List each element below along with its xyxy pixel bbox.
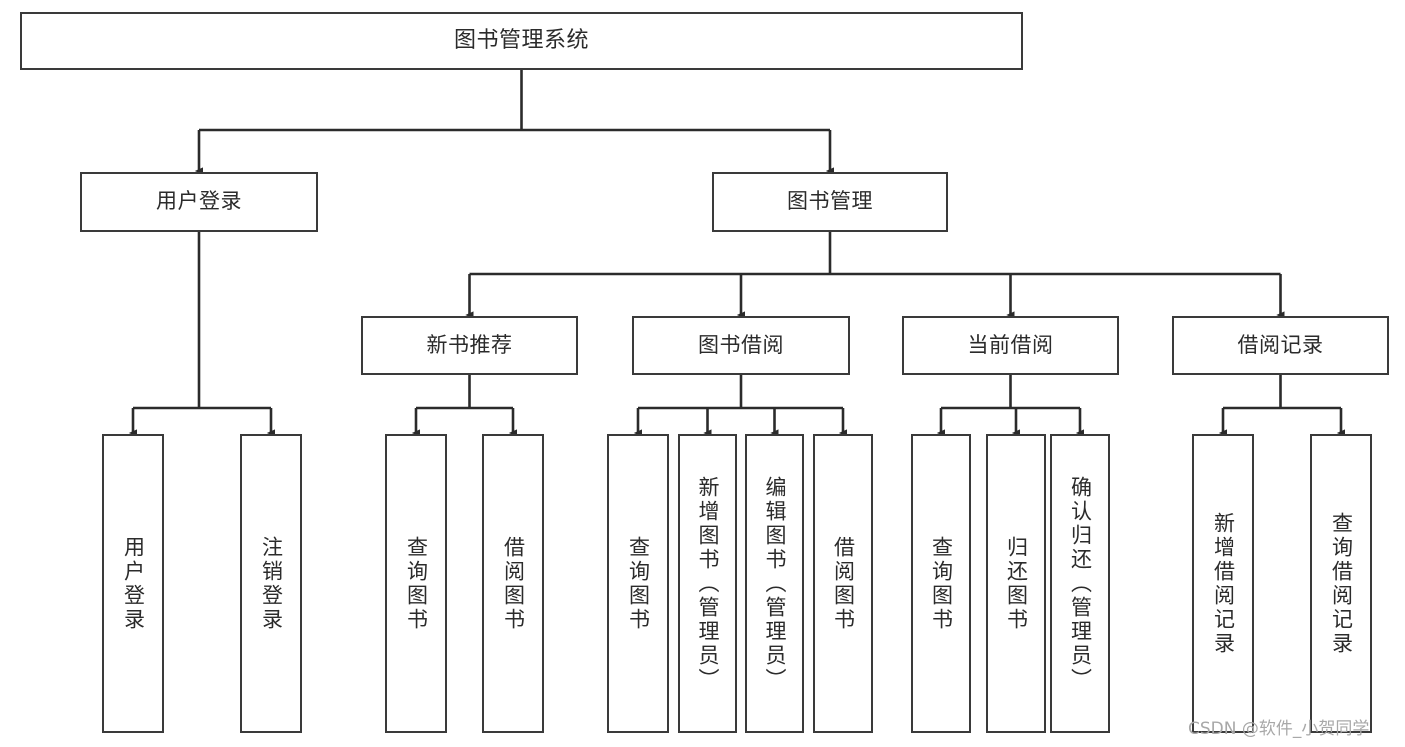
node-label: 当前借阅 bbox=[967, 332, 1054, 357]
node-label: 借阅图书 bbox=[831, 535, 856, 632]
leaf-query-borrow-record[interactable]: 查询借阅记录 bbox=[1310, 434, 1372, 733]
node-label: 用户登录 bbox=[121, 535, 146, 632]
node-label: 新增借阅记录 bbox=[1211, 511, 1236, 656]
node-label: 借阅图书 bbox=[501, 535, 526, 632]
node-label: 查询借阅记录 bbox=[1329, 511, 1354, 656]
leaf-query-book-2[interactable]: 查询图书 bbox=[607, 434, 669, 733]
node-new-book-recommend[interactable]: 新书推荐 bbox=[361, 316, 578, 375]
node-label: 编辑图书（管理员） bbox=[763, 475, 787, 692]
node-user-login[interactable]: 用户登录 bbox=[80, 172, 318, 232]
leaf-add-book-admin[interactable]: 新增图书（管理员） bbox=[678, 434, 737, 733]
leaf-add-borrow-record[interactable]: 新增借阅记录 bbox=[1192, 434, 1254, 733]
leaf-query-book-3[interactable]: 查询图书 bbox=[911, 434, 971, 733]
leaf-return-book[interactable]: 归还图书 bbox=[986, 434, 1046, 733]
node-label: 图书借阅 bbox=[698, 332, 784, 357]
node-label: 查询图书 bbox=[404, 535, 429, 632]
node-borrow-record[interactable]: 借阅记录 bbox=[1172, 316, 1389, 375]
node-label: 新增图书（管理员） bbox=[696, 475, 720, 692]
node-label: 图书管理系统 bbox=[453, 28, 589, 54]
node-label: 图书管理 bbox=[787, 189, 873, 214]
leaf-user-logout[interactable]: 注销登录 bbox=[240, 434, 302, 733]
node-root[interactable]: 图书管理系统 bbox=[20, 12, 1023, 70]
leaf-confirm-return-admin[interactable]: 确认归还（管理员） bbox=[1050, 434, 1110, 733]
node-label: 归还图书 bbox=[1004, 535, 1029, 632]
node-label: 借阅记录 bbox=[1237, 332, 1324, 357]
leaf-edit-book-admin[interactable]: 编辑图书（管理员） bbox=[745, 434, 804, 733]
leaf-query-book-1[interactable]: 查询图书 bbox=[385, 434, 447, 733]
leaf-user-login[interactable]: 用户登录 bbox=[102, 434, 164, 733]
csdn-watermark: CSDN @软件_小贺同学 bbox=[1188, 719, 1370, 739]
node-book-management[interactable]: 图书管理 bbox=[712, 172, 948, 232]
leaf-borrow-book-1[interactable]: 借阅图书 bbox=[482, 434, 544, 733]
node-label: 查询图书 bbox=[626, 535, 651, 632]
node-book-borrow[interactable]: 图书借阅 bbox=[632, 316, 850, 375]
node-label: 用户登录 bbox=[156, 189, 242, 214]
leaf-borrow-book-2[interactable]: 借阅图书 bbox=[813, 434, 873, 733]
node-current-borrow[interactable]: 当前借阅 bbox=[902, 316, 1119, 375]
node-label: 新书推荐 bbox=[426, 332, 513, 357]
node-label: 查询图书 bbox=[929, 535, 954, 632]
node-label: 注销登录 bbox=[259, 535, 284, 632]
node-label: 确认归还（管理员） bbox=[1068, 475, 1093, 692]
